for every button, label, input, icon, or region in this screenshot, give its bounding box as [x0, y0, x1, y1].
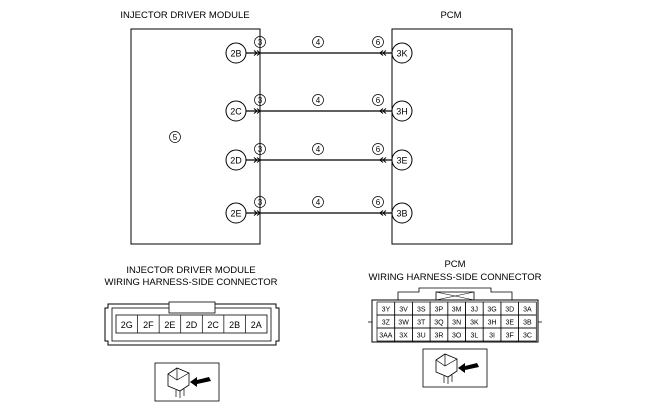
pcm-pin-label: 3G [487, 307, 496, 314]
pin-circle-left: 2D [225, 149, 247, 171]
pcm-pin-label: 3S [417, 307, 426, 314]
callout-3: 3 [258, 198, 263, 207]
injector-driver-module-box [130, 28, 261, 245]
pcm-connector-subtitle: WIRING HARNESS-SIDE CONNECTOR [369, 272, 542, 283]
pin-circle-right: 3K [391, 42, 413, 64]
pcm-pin-label: 3Z [382, 320, 391, 327]
wire-row: 2B 3K 3 4 6 [225, 36, 413, 64]
idm-pin-label: 2F [143, 320, 154, 330]
pcm-pin-label: 3L [470, 333, 478, 340]
callout-3: 3 [258, 145, 263, 154]
pcm-box [391, 28, 513, 245]
idm-pin-label: 2A [251, 320, 262, 330]
pcm-pin-label: 3V [399, 307, 408, 314]
pcm-pin-label: 3M [452, 307, 462, 314]
right-module-title: PCM [440, 10, 461, 21]
pin-circle-right: 3H [391, 100, 413, 122]
callout-3: 3 [258, 96, 263, 105]
pcm-pin-label: 3T [417, 320, 426, 327]
idm-pin-label: 2E [164, 320, 175, 330]
idm-connector-title: INJECTOR DRIVER MODULE [126, 265, 255, 276]
pcm-connector: 3Y 3V 3S 3P 3M 3J 3G 3D 3A 3Z 3W 3T 3Q 3N 3K 3H 3E 3B 3AA 3… [368, 287, 542, 343]
pin-circle-left: 2B [225, 42, 247, 64]
left-pin-label: 2C [230, 107, 242, 117]
pcm-pin-label: 3AA [379, 333, 393, 340]
pcm-pin-label: 3C [523, 333, 532, 340]
wire-row: 2D 3E 3 4 6 [225, 143, 413, 171]
wire-rows: 2B 3K 3 4 6 2C 3H 3 4 6 2D 3E 3 4 6 2E 3B 3 4 6 [225, 36, 413, 224]
module-callout-label: 5 [173, 133, 178, 142]
pcm-connector-plug-icon [422, 348, 488, 388]
pcm-pin-label: 3O [452, 333, 462, 340]
pcm-pin-label: 3E [505, 320, 514, 327]
pcm-pin-label: 3J [471, 307, 478, 314]
callout-6: 6 [376, 38, 381, 47]
callout-6: 6 [376, 145, 381, 154]
idm-pin-label: 2D [186, 320, 198, 330]
left-module-title: INJECTOR DRIVER MODULE [120, 10, 249, 21]
pcm-connector-title: PCM [444, 259, 465, 270]
right-pin-label: 3B [396, 209, 407, 219]
right-pin-label: 3E [396, 156, 407, 166]
pcm-pin-label: 3X [399, 333, 408, 340]
pcm-pin-label: 3F [506, 333, 514, 340]
pcm-pin-label: 3I [489, 333, 495, 340]
pin-circle-right: 3B [391, 202, 413, 224]
idm-pin-label: 2G [121, 320, 133, 330]
pin-circle-left: 2C [225, 100, 247, 122]
idm-pin-label: 2C [207, 320, 219, 330]
callout-4: 4 [316, 38, 321, 47]
pcm-pin-label: 3H [488, 320, 497, 327]
pin-circle-right: 3E [391, 149, 413, 171]
pcm-pin-label: 3R [434, 333, 443, 340]
callout-4: 4 [316, 96, 321, 105]
left-pin-label: 2B [230, 49, 241, 59]
pcm-pin-label: 3Y [382, 307, 391, 314]
pcm-pin-label: 3N [452, 320, 461, 327]
idm-connector-plug-icon [154, 362, 220, 402]
idm-connector-subtitle: WIRING HARNESS-SIDE CONNECTOR [105, 277, 278, 288]
callout-4: 4 [316, 198, 321, 207]
left-pin-label: 2E [230, 209, 241, 219]
pcm-pin-label: 3A [523, 307, 532, 314]
left-pin-label: 2D [230, 156, 242, 166]
wire-row: 2C 3H 3 4 6 [225, 94, 413, 122]
right-pin-label: 3H [396, 107, 408, 117]
module-callout: 5 [169, 131, 181, 143]
callout-6: 6 [376, 198, 381, 207]
idm-pin-label: 2B [229, 320, 240, 330]
pcm-pin-label: 3U [417, 333, 426, 340]
pin-circle-left: 2E [225, 202, 247, 224]
callout-3: 3 [258, 38, 263, 47]
wire-row: 2E 3B 3 4 6 [225, 196, 413, 224]
pcm-pin-label: 3B [523, 320, 532, 327]
right-pin-label: 3K [396, 49, 407, 59]
callout-6: 6 [376, 96, 381, 105]
pcm-pin-label: 3W [398, 320, 409, 327]
pcm-pin-label: 3D [505, 307, 514, 314]
pcm-pin-label: 3K [470, 320, 479, 327]
pcm-pin-label: 3P [435, 307, 444, 314]
callout-4: 4 [316, 145, 321, 154]
pcm-pin-label: 3Q [434, 320, 444, 327]
idm-connector: 2G 2F 2E 2D 2C 2B 2A [104, 301, 280, 346]
